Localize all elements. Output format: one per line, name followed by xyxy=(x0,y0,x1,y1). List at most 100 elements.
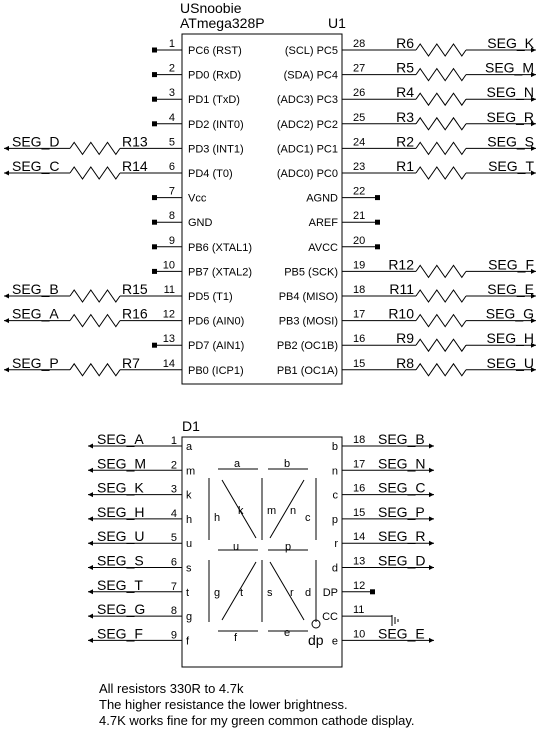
u1-pin-name: (ADC2) PC2 xyxy=(277,119,338,131)
u1-pin-number: 6 xyxy=(169,161,175,173)
net-label: SEG_T xyxy=(488,158,534,174)
d1-pin-name: u xyxy=(186,538,192,550)
resistor-label: R16 xyxy=(122,306,148,322)
arrow-left-icon xyxy=(88,443,93,449)
arrow-right-icon xyxy=(531,72,536,78)
segment-label-t: t xyxy=(240,587,243,599)
resistor-label: R7 xyxy=(122,355,140,371)
arrow-right-icon xyxy=(531,145,536,151)
u1-subtitle: ATmega328P xyxy=(180,15,265,31)
resistor-symbol xyxy=(415,141,467,156)
arrow-right-icon xyxy=(531,47,536,53)
u1-pin-name: AGND xyxy=(306,193,338,205)
arrow-left-icon xyxy=(4,293,9,299)
resistor-symbol xyxy=(415,43,467,57)
segment-r xyxy=(269,561,305,621)
u1-pin-number: 19 xyxy=(353,259,365,271)
arrow-right-icon xyxy=(531,170,536,176)
d1-pin-name: t xyxy=(186,587,189,599)
net-label: SEG_A xyxy=(97,431,144,447)
resistor-label: R4 xyxy=(396,84,414,100)
resistor-symbol xyxy=(415,362,467,377)
net-label: SEG_A xyxy=(12,306,59,322)
u1-pin-number: 16 xyxy=(353,333,365,345)
u1-pin-name: AREF xyxy=(309,217,339,229)
resistor-label: R5 xyxy=(396,60,414,76)
segment-label-s: s xyxy=(267,587,273,599)
resistor-symbol xyxy=(69,289,121,303)
u1-pin-name: PD4 (T0) xyxy=(188,168,233,180)
resistor-symbol xyxy=(415,92,467,107)
arrow-right-icon xyxy=(429,565,434,570)
net-label: SEG_D xyxy=(12,133,59,149)
arrow-right-icon xyxy=(429,443,434,449)
segment-label-u: u xyxy=(233,541,239,553)
arrow-right-icon xyxy=(531,96,536,102)
d1-pin-number: 3 xyxy=(171,484,177,496)
arrow-right-icon xyxy=(429,467,434,473)
segment-label-m: m xyxy=(267,505,276,517)
u1-pin-number: 17 xyxy=(353,309,365,321)
pin-end-square xyxy=(152,219,157,225)
d1-pin-number: 18 xyxy=(353,434,365,446)
net-label: SEG_T xyxy=(97,577,143,593)
segment-label-a: a xyxy=(234,458,241,470)
net-label: SEG_P xyxy=(12,355,59,371)
net-label: SEG_H xyxy=(97,504,144,520)
segment-display: a b h k m n c u p g t s r d f e dp xyxy=(208,458,324,648)
d1-pin-number: 6 xyxy=(171,557,177,569)
resistor-symbol xyxy=(69,313,121,328)
net-label: SEG_K xyxy=(97,480,144,496)
segment-label-e: e xyxy=(284,627,290,639)
arrow-left-icon xyxy=(88,637,93,643)
net-label: SEG_F xyxy=(488,256,534,272)
d1-pin-name: p xyxy=(332,514,338,526)
resistor-label: R11 xyxy=(389,281,414,297)
u1-pin-number: 14 xyxy=(163,358,175,370)
u1-pin-name: PD0 (RxD) xyxy=(188,70,241,82)
u1-pin-number: 11 xyxy=(164,284,175,296)
arrow-left-icon xyxy=(88,492,93,498)
arrow-left-icon xyxy=(88,540,93,546)
pin-end-square xyxy=(152,244,157,250)
u1-pin-number: 12 xyxy=(163,309,175,321)
u1-pin-number: 15 xyxy=(353,358,365,370)
segment-label-dp: dp xyxy=(308,632,324,648)
u1-pin-name: PD2 (INT0) xyxy=(188,119,244,131)
u1-pin-number: 8 xyxy=(169,210,175,222)
u1-pin-number: 4 xyxy=(169,112,175,124)
resistor-label: R15 xyxy=(122,281,148,297)
resistor-label: R8 xyxy=(396,355,414,371)
u1-pin-name: PB5 (SCK) xyxy=(284,266,338,278)
u1-pin-name: PB3 (MOSI) xyxy=(279,316,338,328)
segment-label-r: r xyxy=(290,587,294,599)
resistor-label: R9 xyxy=(396,330,414,346)
resistor-label: R13 xyxy=(122,133,148,149)
note-line-3: 4.7K works fine for my green common cath… xyxy=(99,713,415,728)
arrow-right-icon xyxy=(429,540,434,546)
net-label: SEG_U xyxy=(97,528,144,544)
arrow-left-icon xyxy=(88,516,93,522)
arrow-right-icon xyxy=(429,492,434,498)
segment-t xyxy=(221,561,257,621)
segment-label-h: h xyxy=(214,512,220,524)
u1-pin-number: 21 xyxy=(353,210,365,222)
d1-pin-number: 11 xyxy=(353,604,364,616)
d1-pin-number: 2 xyxy=(171,459,177,471)
pin-end-square xyxy=(375,219,380,225)
note-line-1: All resistors 330R to 4.7k xyxy=(99,681,244,696)
resistor-symbol xyxy=(415,116,467,131)
u1-pin-name: GND xyxy=(188,217,213,229)
resistor-symbol xyxy=(69,141,121,156)
net-label: SEG_G xyxy=(97,601,145,617)
arrow-right-icon xyxy=(531,367,536,373)
segment-label-n: n xyxy=(290,505,296,517)
d1-pin-name: g xyxy=(186,611,192,623)
u1-pin-name: AVCC xyxy=(308,242,338,254)
u1-pin-number: 28 xyxy=(353,38,365,50)
u1-body xyxy=(181,33,343,385)
resistor-symbol xyxy=(415,166,467,180)
d1-pin-number: 13 xyxy=(353,556,365,568)
